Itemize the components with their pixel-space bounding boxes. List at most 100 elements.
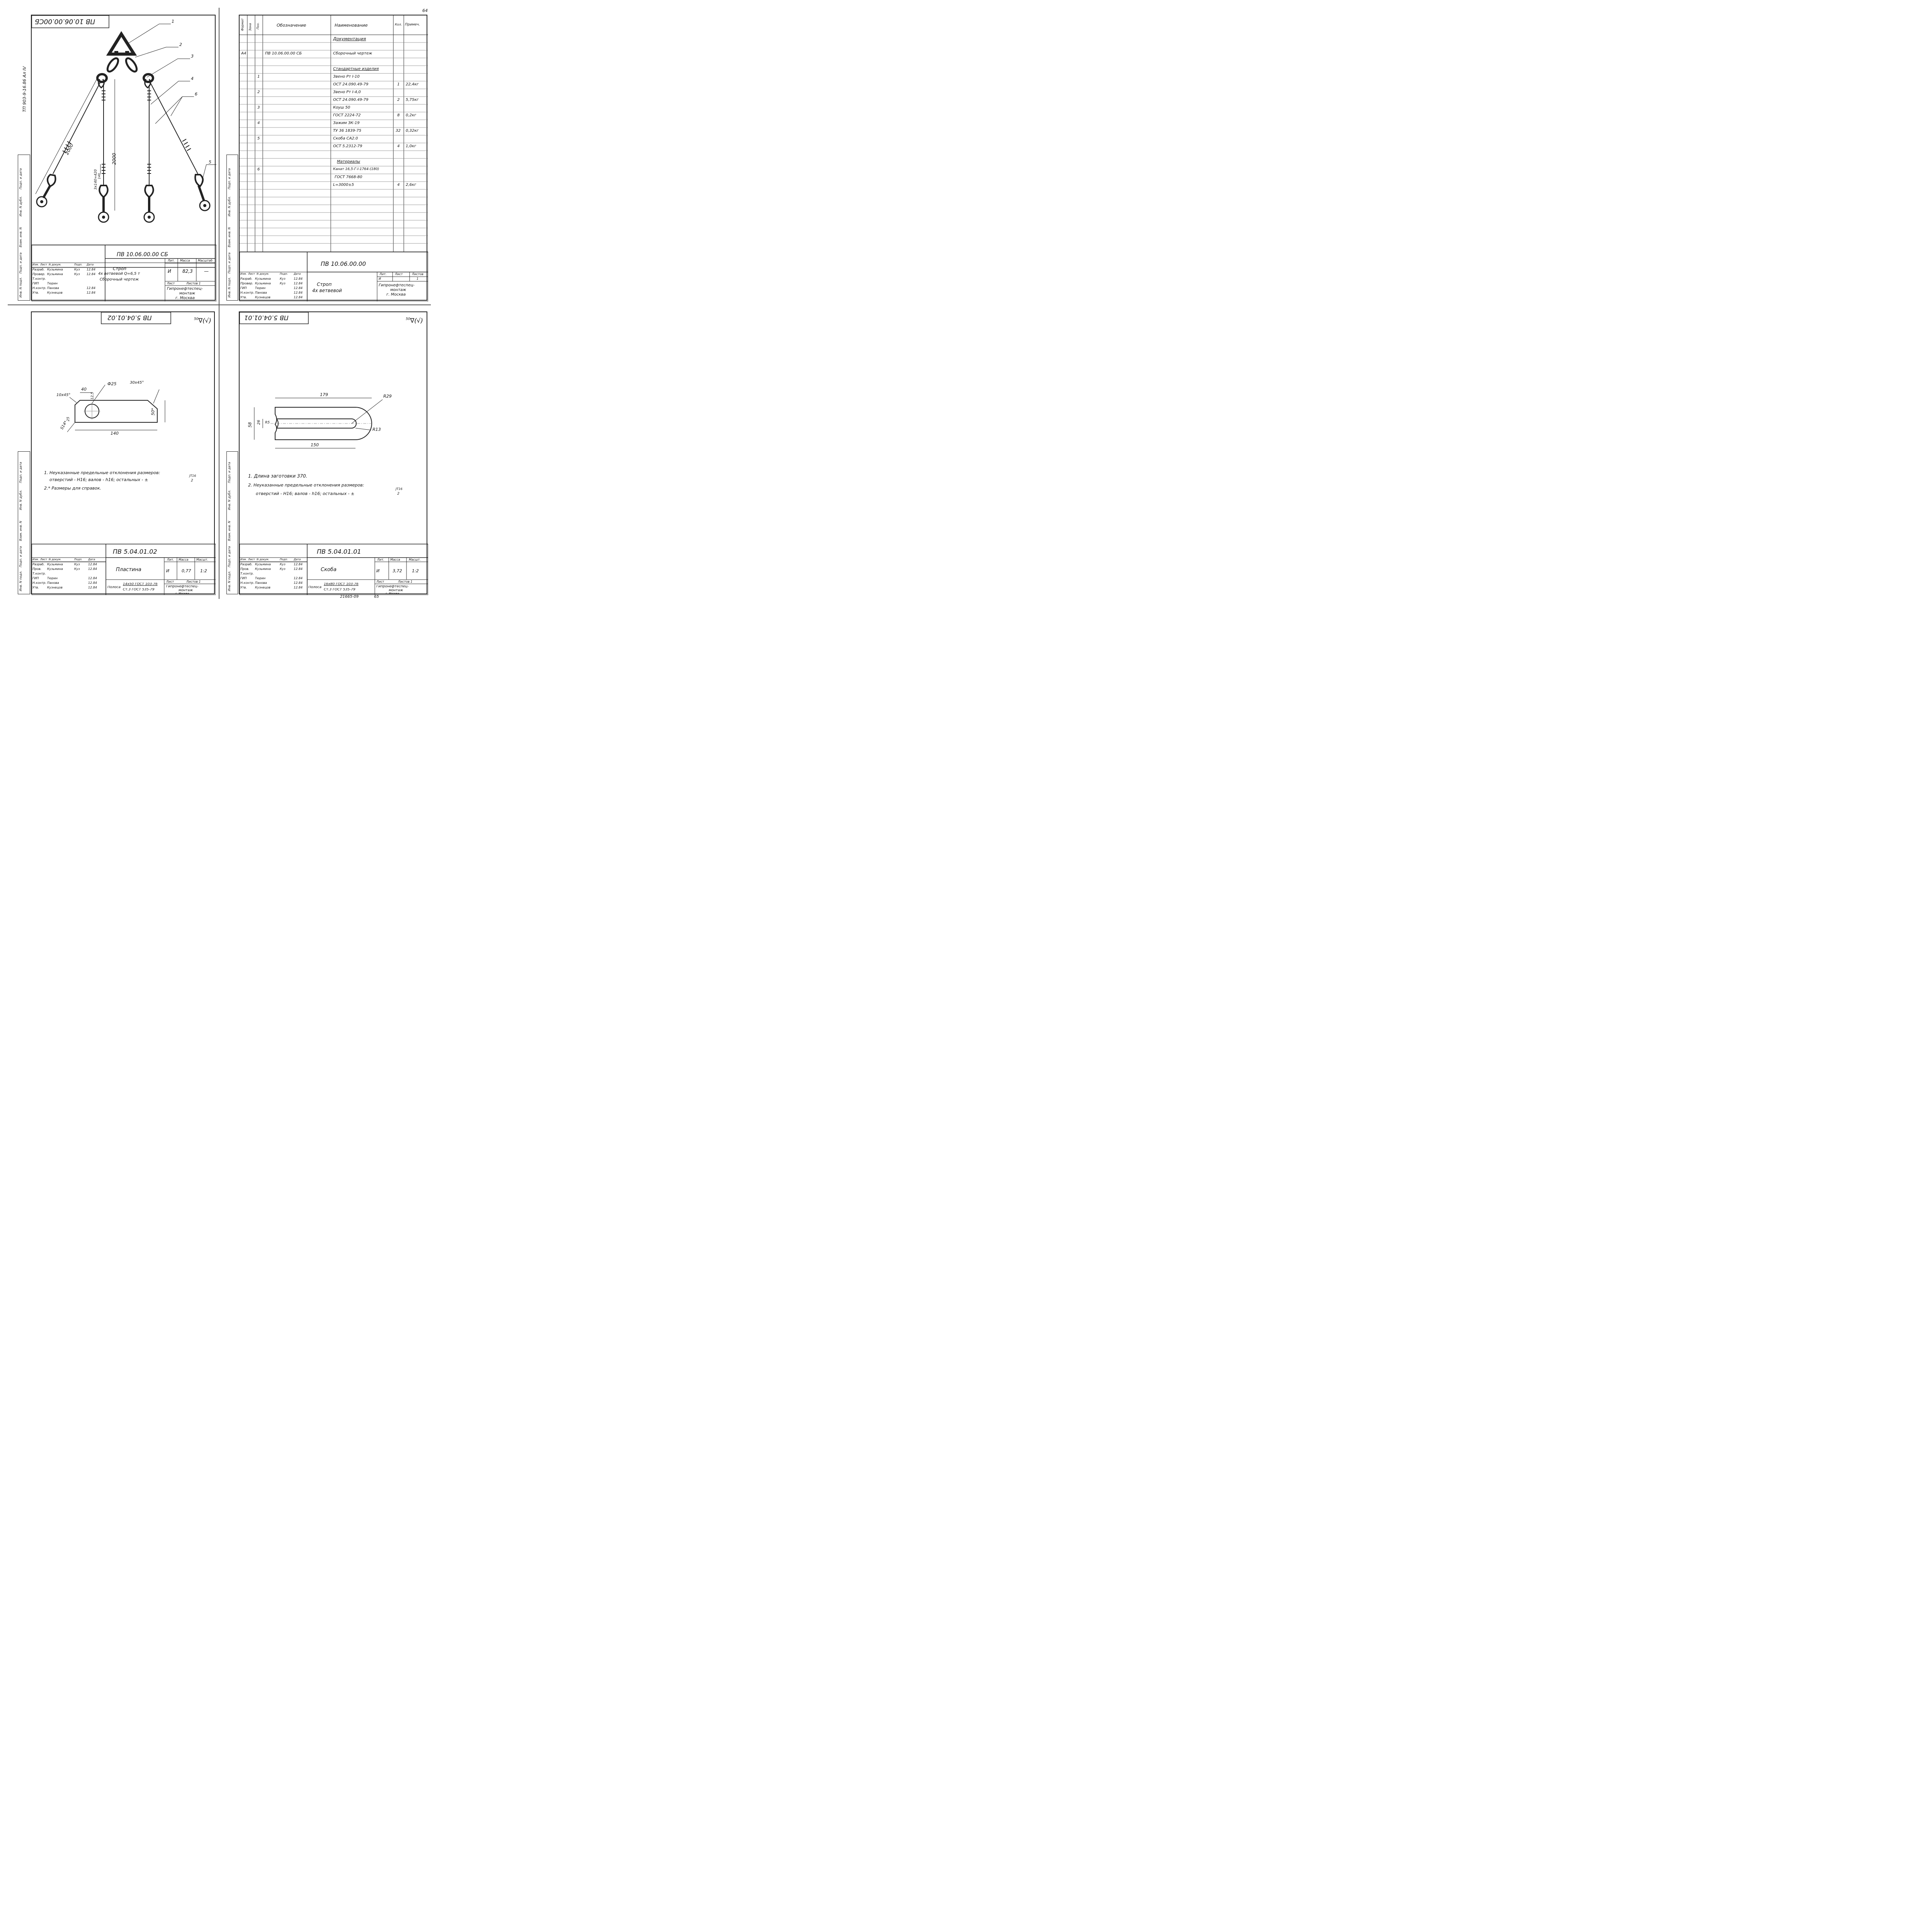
side-label: Подп. и дата <box>228 462 231 483</box>
sig-date: 12.84 <box>294 577 303 580</box>
scale-header: Масштаб <box>198 259 213 262</box>
side-label: Подп. и дата <box>228 252 231 274</box>
sig-hdr-list: Лист <box>40 558 47 561</box>
sig-role: Пров. <box>32 568 42 571</box>
note-2-cont: отверстий - Н16; валов - h16; остальных … <box>256 491 355 496</box>
spec-qty: 32 <box>396 129 401 133</box>
sig-sign: Куз <box>74 273 80 276</box>
spec-name: L=3000±5 <box>333 183 354 187</box>
top-link <box>106 31 137 56</box>
sig-sign: Куз <box>280 563 286 566</box>
col-header-pos: Поз. <box>256 22 260 29</box>
sig-date: 12.84 <box>87 287 95 290</box>
material-grade: Ст.3 ГОСТ 535-79 <box>324 588 355 592</box>
scale-value: 1:2 <box>200 569 207 573</box>
side-stamp-column <box>226 155 238 301</box>
title-line-1: Строп <box>113 266 126 271</box>
org-line-1: Гипронефтеспец- <box>167 287 203 291</box>
sig-role: Разраб. <box>32 268 45 271</box>
org-line-1: Гипронефтеспец- <box>376 585 409 588</box>
rotated-stamp-code: ПВ 10.06.00.00СБ <box>35 17 95 25</box>
dim-179: 179 <box>320 392 328 397</box>
lit-header: Лит. <box>167 558 174 561</box>
title-line-2: 4х ветвевой <box>312 288 342 293</box>
dim-50: 50* <box>150 408 156 416</box>
fraction-bottom: 2 <box>397 492 400 496</box>
lit-header: Лит. <box>168 259 175 262</box>
leader-3: 3 <box>191 54 194 59</box>
dim-r13: R13 <box>372 427 381 432</box>
sig-hdr-date: Дата <box>87 264 94 266</box>
dim-2000-vertical: 2000 <box>111 153 117 165</box>
leader-2: 2 <box>179 42 182 47</box>
sig-date: 12.84 <box>294 277 303 281</box>
sig-role: ГИП <box>240 287 247 290</box>
side-label: Взам. инв. N <box>19 227 22 247</box>
org-line-3: г. Москва <box>175 296 195 300</box>
sheet-specification: Формат Зона Поз. Обозначение Наименовани… <box>239 15 428 301</box>
side-label: Инв. N дубл. <box>19 196 22 216</box>
sig-hdr-date: Дата <box>294 558 301 561</box>
sig-role: Н.контр. <box>240 582 254 585</box>
material-label: Полоса <box>308 586 321 589</box>
sheets-header: Листов <box>412 273 423 276</box>
side-stamp-column <box>18 155 30 301</box>
spec-name: Коуш 50 <box>333 105 350 110</box>
material-grade: Ст.3 ГОСТ 535-79 <box>123 588 155 592</box>
drawing-code: ПВ 10.06.00.00 СБ <box>117 252 168 258</box>
roughness-value: 50 <box>406 317 410 321</box>
sheets-header: Листов 1 <box>186 282 201 285</box>
sig-hdr-date: Дата <box>294 273 301 276</box>
dim-140: 140 <box>111 431 119 436</box>
sig-name: Кузьмина <box>255 563 271 566</box>
dim-chamfer-10: 10x45° <box>56 393 71 397</box>
horizontal-divider <box>8 304 431 305</box>
side-label: Подп. и дата <box>228 168 231 190</box>
sig-hdr-sign: Подп. <box>280 273 288 276</box>
sig-date: 12.84 <box>294 563 303 566</box>
sig-date: 12.84 <box>87 291 95 294</box>
sig-role: Т.контр. <box>32 277 46 281</box>
spec-name: ОСТ 24.090.49-79 <box>333 82 369 87</box>
lit-header: Лит. <box>377 558 384 561</box>
shackle-drawing <box>240 312 428 595</box>
shackle-outline <box>274 407 372 440</box>
spec-name: ОСТ 5.2312-79 <box>333 144 362 148</box>
sig-role: Н.контр. <box>240 291 254 294</box>
sig-sign: Куз <box>74 568 80 571</box>
side-label: Инв. N подл. <box>19 571 22 591</box>
org-line-3: г. Москва <box>386 293 406 297</box>
side-label: Инв. N дубл. <box>19 490 22 510</box>
sig-name: Кузнецов <box>47 586 63 589</box>
dim-clamp-spacing: 3x140=420 <box>94 169 98 190</box>
sig-date: 12.84 <box>88 568 97 571</box>
sig-date: 12.84 <box>88 586 97 589</box>
sig-role: Н.контр. <box>32 582 46 585</box>
dim-12-5: 12,5 <box>90 392 95 400</box>
dim-140: 140 <box>97 173 101 179</box>
lit-value: И <box>376 569 380 573</box>
spec-pos: 3 <box>257 105 260 110</box>
material-profile: 14x50 ГОСТ 103-76 <box>123 583 158 586</box>
sig-role: Н.контр. <box>32 287 46 290</box>
sig-name: Кузнецов <box>255 586 270 589</box>
sig-sign: Куз <box>280 568 286 571</box>
side-label: Инв. N дубл. <box>228 196 231 216</box>
sig-role: Т.контр. <box>240 572 254 575</box>
spec-section-documentation: Документация <box>333 36 366 41</box>
title-line-2: 4х ветвевой Q=6,5 т <box>98 272 140 276</box>
sig-hdr-list: Лист <box>248 558 255 561</box>
sheet-header: Лист <box>395 273 403 276</box>
lit-value: И <box>379 277 381 281</box>
title-line-1: Строп <box>317 282 332 287</box>
sig-name: Панова <box>47 582 59 585</box>
sheet-plate: ПВ 5.04.01.02 50∇(√) 40 Ф25 30x45° 10x45… <box>31 311 216 595</box>
sig-role: Т.контр. <box>32 572 46 575</box>
sheet-header: Лист <box>167 282 175 285</box>
scale-value: — <box>204 269 209 274</box>
sig-date: 12.84 <box>87 268 95 271</box>
spec-name: Зажим ЗК-19 <box>333 121 360 125</box>
spec-section-standard: Стандартные изделия <box>333 67 379 71</box>
dim-58: 58 <box>247 422 253 428</box>
material-profile: 16x80 ГОСТ 103-76 <box>324 583 359 586</box>
